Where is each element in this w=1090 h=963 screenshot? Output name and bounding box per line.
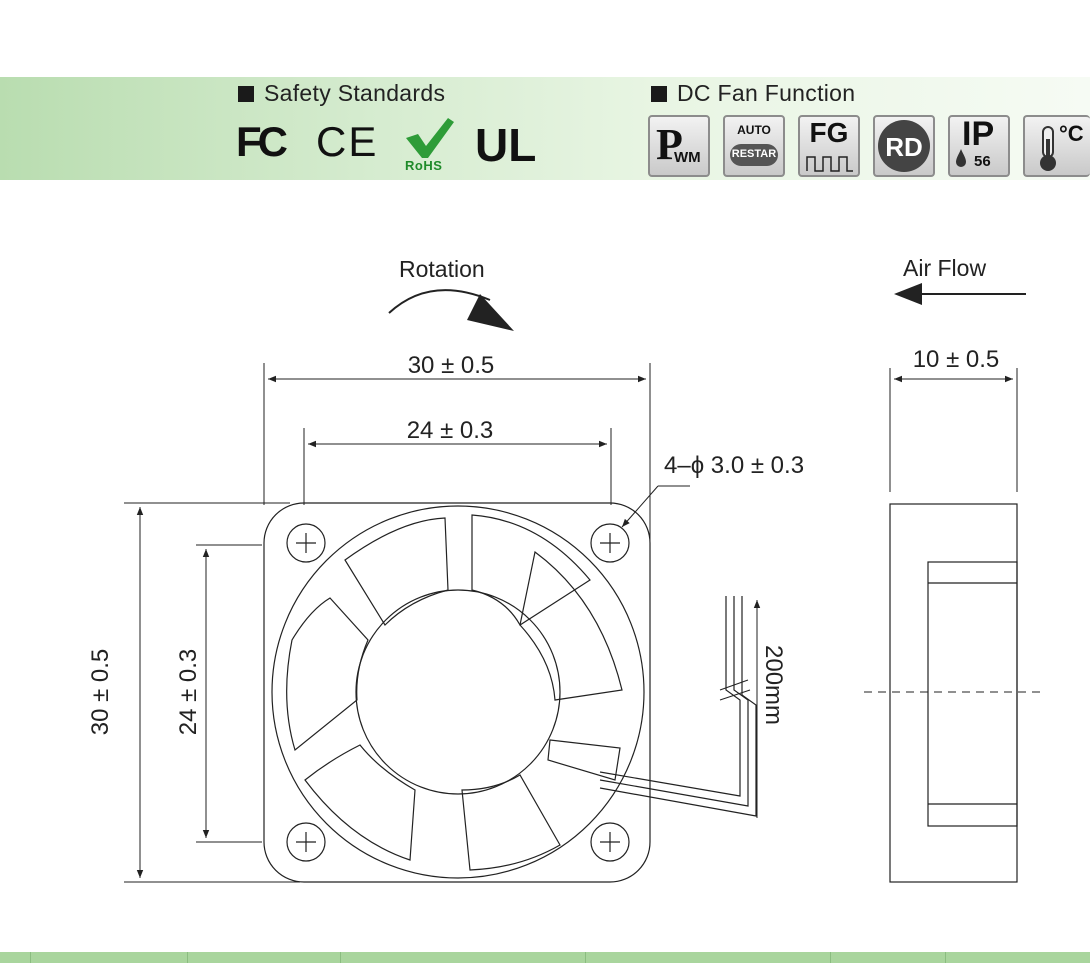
safety-standards-label: Safety Standards xyxy=(264,80,446,106)
ip-rating-label: 56 xyxy=(974,153,991,170)
fg-signal-icon: FG xyxy=(798,115,860,177)
dim-height-outer-label: 30 ± 0.5 xyxy=(87,649,114,736)
celsius-label: °C xyxy=(1059,121,1084,146)
restart-label: RESTAR xyxy=(731,148,777,160)
dim-height-outer: 30 ± 0.5 xyxy=(87,502,300,883)
dc-fan-function-heading: DC Fan Function xyxy=(651,80,855,107)
mounting-hole-icon xyxy=(286,523,326,563)
dim-height-holes: 24 ± 0.3 xyxy=(175,544,262,843)
dim-width-outer: 30 ± 0.5 xyxy=(263,352,651,545)
fan-cable xyxy=(599,596,757,817)
dim-width-holes: 24 ± 0.3 xyxy=(303,417,612,505)
auto-label: AUTO xyxy=(737,123,771,137)
ul-logo-icon: UL xyxy=(475,119,537,171)
safety-standards-heading: Safety Standards xyxy=(238,80,445,107)
thermometer-icon xyxy=(1040,126,1056,171)
fan-front-view xyxy=(263,502,651,883)
dc-fan-function-label: DC Fan Function xyxy=(677,80,856,106)
mounting-hole-icon xyxy=(590,822,630,862)
auto-restart-icon: AUTO RESTAR xyxy=(723,115,785,177)
dim-cable-label: 200mm xyxy=(760,645,787,725)
dim-cable: 200mm xyxy=(753,600,787,818)
dim-width-holes-label: 24 ± 0.3 xyxy=(407,417,494,444)
square-bullet-icon xyxy=(238,86,254,102)
dim-width-outer-label: 30 ± 0.5 xyxy=(408,352,495,379)
dim-height-holes-label: 24 ± 0.3 xyxy=(175,649,202,736)
dim-hole-label: 4–ϕ 3.0 ± 0.3 xyxy=(664,452,804,479)
pwm-function-icon: P WM xyxy=(648,115,710,177)
fg-label: FG xyxy=(809,117,849,148)
rd-circle xyxy=(878,120,930,172)
dim-hole-callout: 4–ϕ 3.0 ± 0.3 xyxy=(621,452,804,528)
ip56-rating-icon: IP 56 xyxy=(948,115,1010,177)
rd-label: RD xyxy=(885,132,923,162)
rotation-label: Rotation xyxy=(399,256,485,282)
temperature-sensor-icon: °C xyxy=(1023,115,1090,177)
ce-logo-icon: CE xyxy=(316,118,379,165)
square-bullet-icon xyxy=(651,86,667,102)
rohs-check-icon xyxy=(406,118,454,158)
fan-side-view xyxy=(864,503,1044,883)
airflow-arrow-icon xyxy=(894,283,1026,305)
airflow-label: Air Flow xyxy=(903,255,987,281)
rd-signal-icon: RD xyxy=(873,115,935,177)
mounting-hole-icon xyxy=(286,822,326,862)
fcc-logo-icon: FC xyxy=(236,118,288,165)
restart-pill xyxy=(730,144,778,166)
pwm-wm-letters: WM xyxy=(674,149,701,166)
pwm-p-letter: P xyxy=(656,120,683,169)
ip-label: IP xyxy=(962,115,995,153)
bottom-band xyxy=(0,952,1090,963)
mounting-hole-icon xyxy=(590,523,630,563)
rohs-logo-text: RoHS xyxy=(405,158,443,173)
dim-depth-label: 10 ± 0.5 xyxy=(913,346,1000,373)
rotation-arrow-icon xyxy=(388,289,514,331)
dim-depth: 10 ± 0.5 xyxy=(889,346,1018,492)
water-drop-icon xyxy=(956,149,966,167)
square-wave-icon xyxy=(806,156,853,172)
